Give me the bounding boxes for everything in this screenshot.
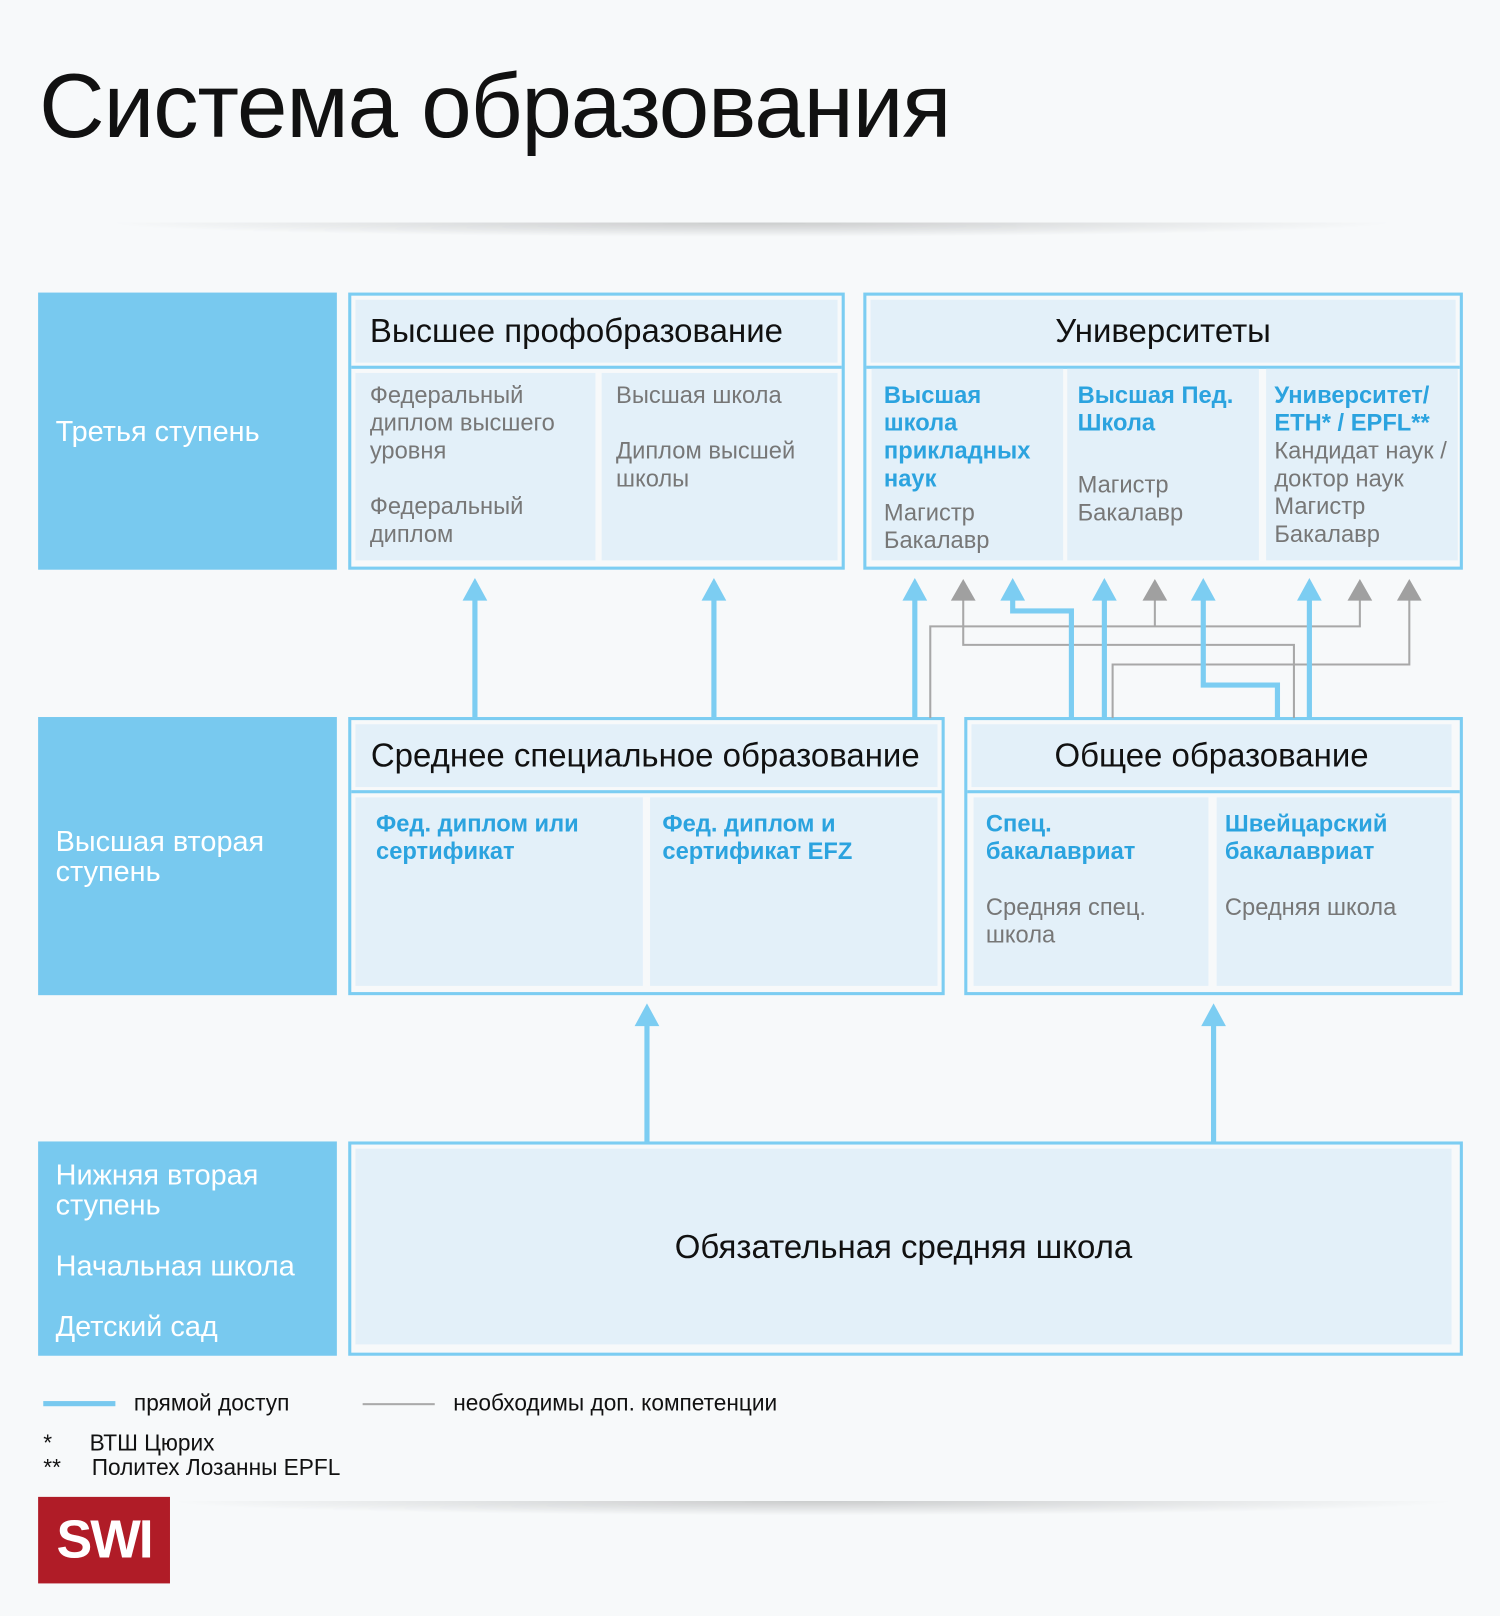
secondary-special-header: Среднее специальное образование [355, 724, 938, 788]
cell-title: Спец. бакалавриат [985, 809, 1136, 865]
blue-path [1200, 597, 1281, 719]
level-upper-second: Высшая вторая ступень [38, 717, 337, 996]
general-col1: Спец. бакалавриат Средняя спец. школа [973, 797, 1209, 986]
higher-prof-col2: Высшая школа Диплом высшей школы [601, 372, 838, 561]
cell-title: Фед. диплом и сертификат EFZ [662, 809, 853, 865]
cell-title: Фед. диплом или сертификат [376, 809, 579, 865]
higher-prof-box: Высшее профобразование Федеральный дипло… [348, 292, 845, 570]
level-kindergarten: Детский сад [55, 1310, 218, 1343]
cell-title: Университет/ ETH* / EPFL** [1274, 381, 1430, 436]
gray-path [929, 597, 1361, 719]
footnote-2-mark: ** [43, 1454, 61, 1481]
secondary-col1: Фед. диплом или сертификат [355, 797, 643, 986]
cell-text: Магистр Бакалавр [1077, 470, 1184, 526]
cell-title: Высшая школа прикладных наук [883, 381, 1031, 492]
cell-text: Средняя спец. школа [985, 893, 1147, 948]
level-lower-second: Нижняя вторая ступень [55, 1158, 259, 1221]
blue-path [1010, 597, 1074, 719]
gray-arrowheads [950, 578, 1422, 601]
level-third: Третья ступень [38, 292, 337, 570]
gray-arrowhead [1142, 578, 1168, 601]
direct-access-lines [472, 597, 1312, 1142]
mandatory-label: Обязательная средняя школа [355, 1148, 1452, 1345]
footnote-1-text: ВТШ Цюрих [89, 1429, 215, 1456]
universities-box: Университеты Высшая школа прикладных нау… [863, 292, 1463, 570]
higher-prof-col1: Федеральный диплом высшего уровня Федера… [355, 372, 596, 561]
general-col2: Швейцарский бакалавриат Средняя школа [1216, 797, 1452, 986]
cell-title: Высшая Пед. Школа [1077, 381, 1234, 436]
footnote-2-text: Политех Лозанны EPFL [91, 1454, 341, 1481]
gray-arrowhead [1347, 578, 1373, 601]
legend-direct-swatch [43, 1401, 116, 1407]
cell-text: Средняя школа [1224, 893, 1397, 920]
uni-col2: Высшая Пед. Школа Магистр Бакалавр [1067, 368, 1259, 561]
legend-extra-swatch [362, 1403, 435, 1406]
divider [164, 1501, 1463, 1516]
swi-logo: SWI [38, 1496, 170, 1584]
cell-text: Магистр Бакалавр [883, 498, 990, 554]
mandatory-box: Обязательная средняя школа [348, 1141, 1463, 1356]
uni-col1: Высшая школа прикладных наук Магистр Бак… [871, 368, 1064, 561]
cell-text: Высшая школа [616, 381, 782, 408]
cell-text: Федеральный диплом [369, 492, 524, 548]
secondary-col2: Фед. диплом и сертификат EFZ [650, 797, 938, 986]
divider [103, 222, 1402, 237]
cell-text: Диплом высшей школы [616, 436, 796, 492]
general-box: Общее образование Спец. бакалавриат Сред… [964, 717, 1463, 996]
extra-competence-lines [929, 597, 1411, 719]
gray-arrowhead [950, 578, 976, 601]
gray-arrowhead [1396, 578, 1422, 601]
universities-header: Университеты [870, 299, 1456, 363]
footnote-1-mark: * [43, 1429, 53, 1456]
secondary-special-box: Среднее специальное образование Фед. дип… [348, 717, 945, 996]
legend-extra-label: необходимы доп. компетенции [453, 1389, 778, 1416]
page-title: Система образования [39, 54, 951, 157]
higher-prof-header: Высшее профобразование [355, 299, 838, 363]
general-header: Общее образование [971, 724, 1452, 788]
level-lower-group: Нижняя вторая ступень Начальная школа Де… [38, 1141, 337, 1356]
cell-text: Кандидат наук / доктор наук Магистр Бака… [1274, 436, 1447, 548]
cell-text: Федеральный диплом высшего уровня [369, 381, 555, 464]
cell-title: Швейцарский бакалавриат [1224, 809, 1388, 865]
gray-path [962, 597, 1295, 719]
level-primary: Начальная школа [55, 1249, 295, 1282]
gray-path [1111, 597, 1411, 719]
legend-direct-label: прямой доступ [133, 1389, 290, 1416]
blue-arrowheads [462, 577, 1322, 1027]
uni-col3: Университет/ ETH* / EPFL** Кандидат наук… [1266, 368, 1458, 561]
